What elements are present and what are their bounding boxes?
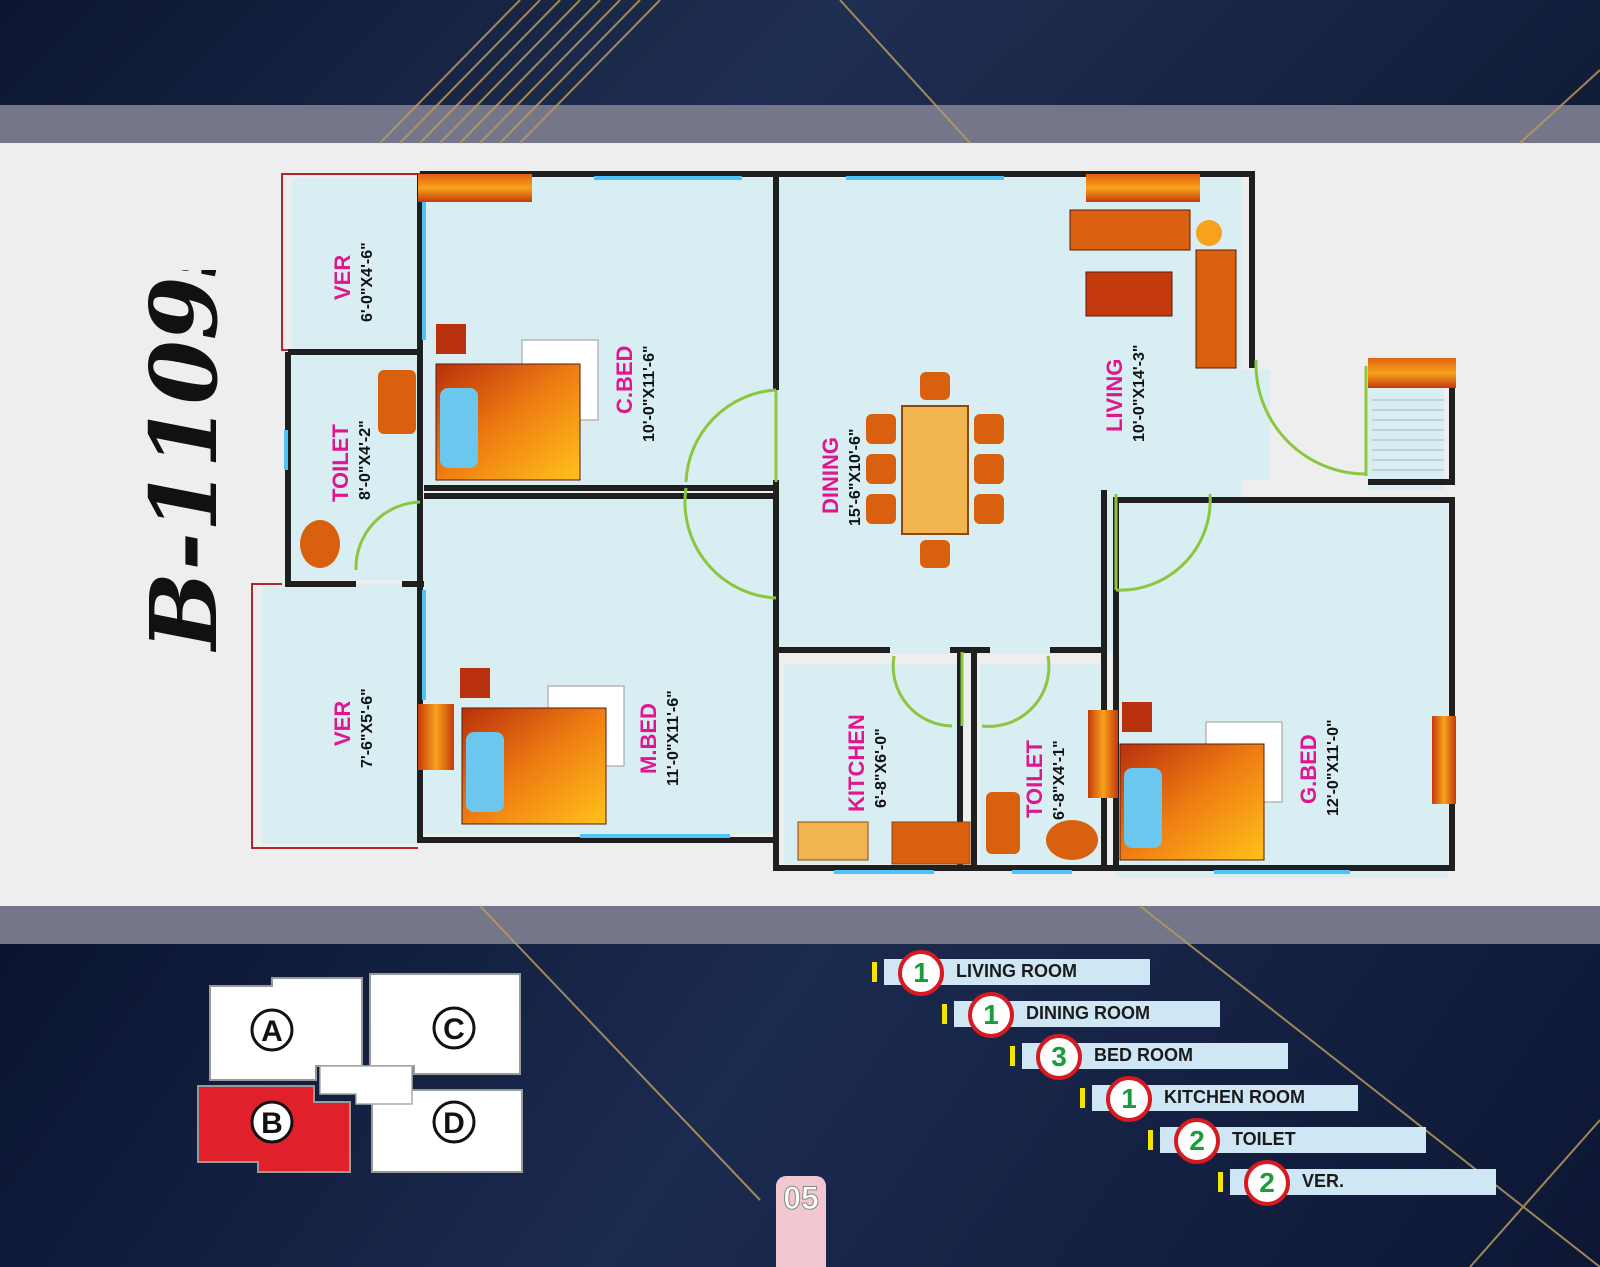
toilet-left-label: TOILET — [328, 424, 353, 502]
key-plan: A C B D — [197, 973, 523, 1173]
bed-g — [1119, 702, 1283, 861]
door-panels — [418, 174, 1456, 804]
door-leaves — [774, 366, 1368, 726]
area-title-text: B-1109sft — [130, 270, 238, 653]
ver-bottom-dim: 7'-6"X5'-6" — [359, 688, 376, 768]
legend-label: DINING ROOM — [1026, 1003, 1150, 1023]
ver-top-label: VER — [330, 255, 355, 300]
windows — [284, 176, 1350, 874]
key-label-c: C — [443, 1013, 465, 1046]
legend-count: 1 — [1106, 1076, 1152, 1122]
key-label-d: D — [443, 1107, 465, 1140]
c-bed-dim: 10'-0"X11'-6" — [641, 345, 658, 442]
toilet-center-dim: 6'-8"X4'-1" — [1051, 740, 1068, 820]
g-bed-dim: 12'-0"X11'-0" — [1325, 719, 1342, 816]
kitchen-label: KITCHEN — [844, 714, 869, 812]
dining-dim: 15'-6"X10'-6" — [847, 429, 864, 527]
legend-label: VER. — [1302, 1171, 1345, 1191]
dining-label: DINING — [818, 437, 843, 514]
legend-tick — [1010, 1046, 1015, 1066]
living-sofa — [1069, 209, 1237, 369]
area-title: B-1109sft — [130, 270, 238, 653]
living-dim: 10'-0"X14'-3" — [1131, 345, 1148, 443]
top-grey-band — [0, 105, 1600, 143]
legend-count: 2 — [1174, 1118, 1220, 1164]
legend-tick — [1218, 1172, 1223, 1192]
ver-top-dim: 6'-0"X4'-6" — [359, 242, 376, 322]
page-number-tab — [776, 1176, 826, 1267]
legend-tick — [942, 1004, 947, 1024]
g-bed-label: G.BED — [1296, 734, 1321, 804]
legend-count: 1 — [968, 992, 1014, 1038]
key-core — [319, 1065, 413, 1105]
m-bed-label: M.BED — [636, 703, 661, 774]
legend-label: BED ROOM — [1094, 1045, 1193, 1065]
legend-tick — [1148, 1130, 1153, 1150]
legend-tick — [872, 962, 877, 982]
legend-count: 2 — [1244, 1160, 1290, 1206]
toilet-left-dim: 8'-0"X4'-2" — [357, 420, 374, 500]
m-bed-dim: 11'-0"X11'-6" — [665, 690, 682, 786]
living-label: LIVING — [1102, 359, 1127, 432]
legend-count: 3 — [1036, 1034, 1082, 1080]
top-background — [0, 0, 1600, 105]
key-label-a: A — [261, 1015, 283, 1048]
room-labels: VER 6'-0"X4'-6" TOILET 8'-0"X4'-2" VER 7… — [328, 242, 1342, 820]
dining-table — [866, 372, 1004, 568]
legend-tick — [1080, 1088, 1085, 1108]
legend-label: KITCHEN ROOM — [1164, 1087, 1305, 1107]
key-label-b: B — [261, 1107, 283, 1140]
c-bed-label: C.BED — [612, 346, 637, 414]
legend-count: 1 — [898, 950, 944, 996]
legend-label: LIVING ROOM — [956, 961, 1077, 981]
door-swings — [354, 359, 1367, 728]
fixtures — [300, 370, 1098, 865]
toilet-center-label: TOILET — [1022, 740, 1047, 818]
bed-c — [435, 324, 599, 481]
verandah-outline — [251, 173, 422, 849]
legend-label: TOILET — [1232, 1129, 1296, 1149]
kitchen-dim: 6'-8"X6'-0" — [873, 728, 890, 808]
page-number: 05 — [783, 1180, 820, 1217]
ver-bottom-label: VER — [330, 701, 355, 746]
bed-m — [460, 668, 625, 825]
